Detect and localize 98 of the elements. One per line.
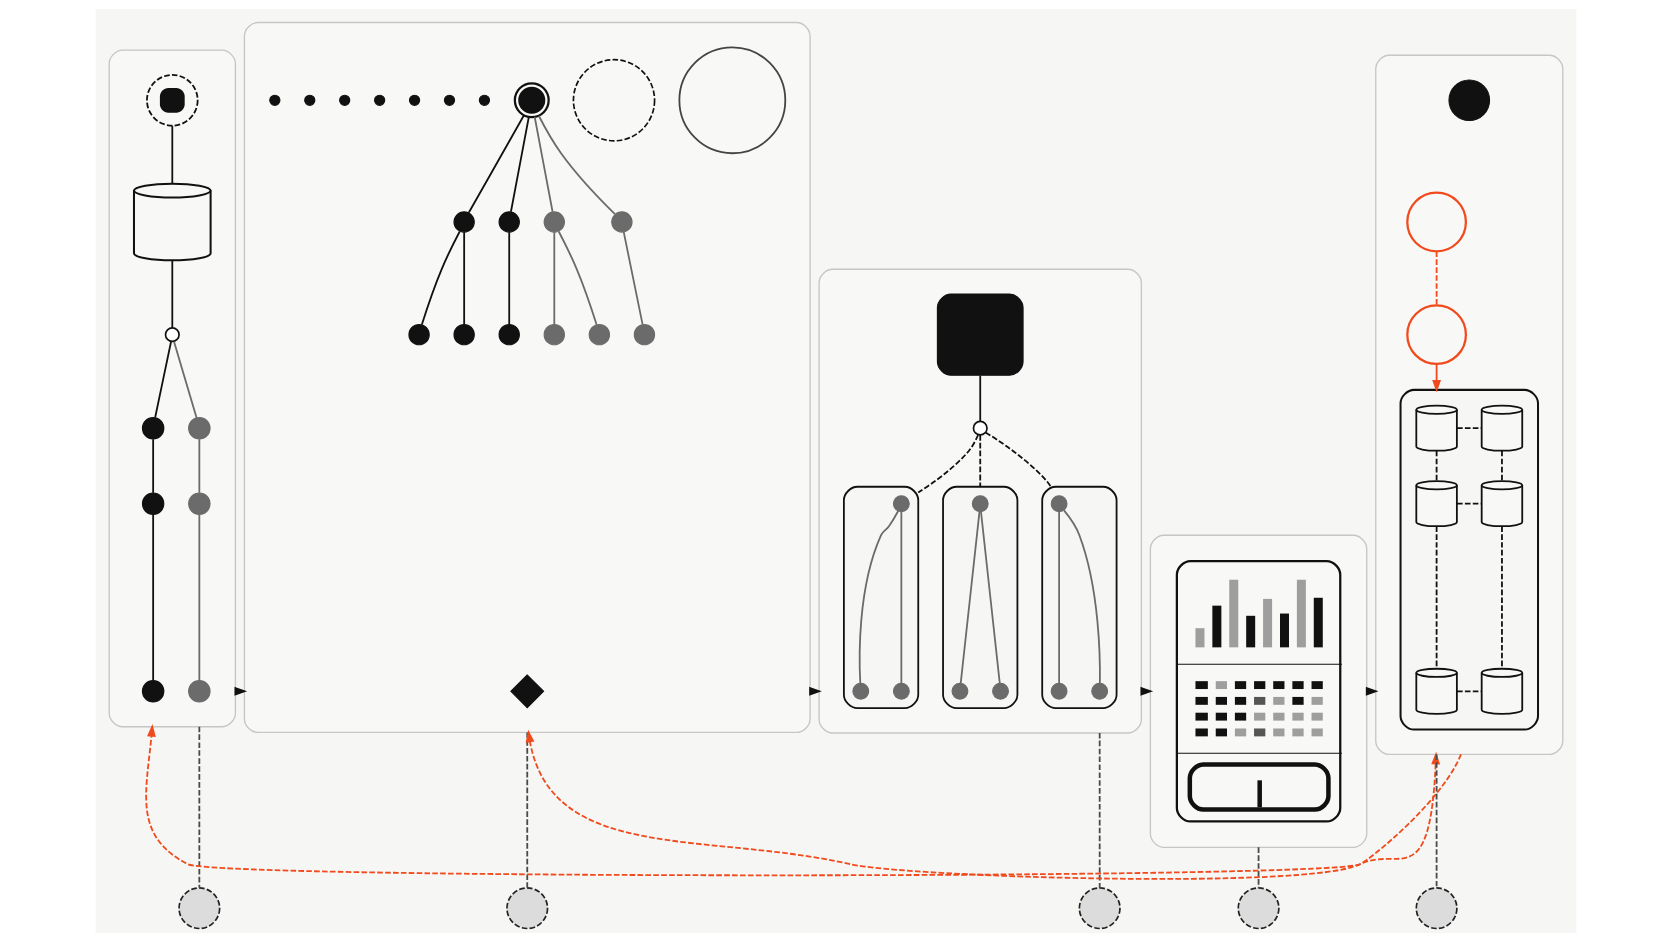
connector — [152, 437, 155, 494]
connector — [917, 433, 979, 493]
connector — [622, 230, 644, 326]
node-circle — [408, 323, 430, 345]
connector — [171, 259, 174, 329]
node-circle — [611, 210, 633, 233]
connector — [152, 513, 155, 681]
cluster — [108, 48, 237, 727]
connector — [420, 230, 461, 326]
node-circle — [678, 45, 787, 154]
connector — [154, 340, 172, 418]
node-circle — [304, 94, 316, 106]
connector — [553, 230, 556, 325]
node-circle — [188, 679, 211, 703]
node-circle — [408, 94, 421, 106]
connector — [984, 431, 1052, 488]
connector — [1257, 845, 1260, 889]
connector — [1063, 509, 1101, 684]
node-circle — [374, 94, 386, 106]
node-circle — [453, 210, 475, 233]
node-circle — [339, 94, 351, 106]
node-circle — [141, 416, 165, 439]
connector — [1435, 753, 1438, 889]
connector — [1456, 426, 1483, 429]
node-circle — [852, 682, 870, 700]
connector — [1098, 731, 1101, 889]
node-circle — [146, 73, 199, 127]
node-circle — [1091, 682, 1109, 700]
arrow — [1432, 362, 1442, 393]
cluster — [1399, 388, 1540, 731]
node-circle — [1415, 886, 1458, 929]
node-circle — [453, 323, 475, 345]
node-diamond — [510, 673, 545, 708]
connector — [508, 230, 511, 325]
node-circle — [506, 886, 549, 929]
connector — [979, 433, 982, 488]
node-circle — [1050, 682, 1068, 700]
connector — [1501, 525, 1503, 670]
node-circle — [188, 491, 211, 515]
node-circle — [1448, 78, 1491, 121]
connector — [198, 437, 201, 494]
node-circle — [269, 94, 281, 106]
node-circle — [498, 323, 520, 345]
node-circle — [164, 326, 180, 342]
connector — [1456, 502, 1483, 505]
connector — [1501, 449, 1503, 482]
node-circle — [1078, 886, 1121, 929]
node-circle — [188, 416, 211, 439]
node-circle — [443, 94, 456, 106]
node-circle — [141, 491, 165, 515]
connector — [526, 731, 529, 889]
connector — [173, 340, 198, 419]
node-circle — [588, 323, 611, 345]
arrow — [525, 729, 1462, 880]
node-circle — [498, 210, 520, 233]
cluster — [843, 485, 920, 709]
connector — [463, 230, 466, 325]
connector — [467, 114, 525, 213]
node-circle — [572, 58, 656, 142]
node-circle — [971, 494, 989, 512]
node-circle — [951, 682, 969, 700]
node-circle — [1237, 886, 1280, 929]
node-circle — [633, 323, 656, 345]
node-circle — [972, 420, 988, 436]
node-circle — [892, 682, 910, 700]
cluster — [1149, 534, 1368, 848]
connector — [1058, 510, 1060, 684]
cluster — [1041, 485, 1118, 709]
node-circle — [543, 323, 565, 345]
connector — [858, 509, 900, 684]
node-circle — [1406, 303, 1468, 365]
cluster — [942, 485, 1019, 709]
connector — [538, 114, 616, 215]
connector — [198, 513, 201, 681]
node-circle — [141, 679, 165, 703]
node-circle — [992, 682, 1009, 700]
connector — [1456, 689, 1483, 692]
node-circle — [892, 494, 910, 512]
connector — [510, 115, 530, 213]
node-circle — [478, 94, 491, 106]
connector — [557, 230, 598, 326]
connector — [198, 725, 201, 889]
connector — [979, 374, 982, 422]
node-circle — [543, 210, 565, 233]
connector — [1435, 250, 1438, 306]
node-box — [936, 293, 1024, 376]
node-circle — [1050, 494, 1068, 512]
node-circle — [178, 886, 221, 929]
cluster — [1375, 54, 1564, 755]
node-circle — [1406, 191, 1468, 252]
connector — [1435, 525, 1438, 670]
connector — [1435, 449, 1438, 482]
connector — [533, 115, 554, 213]
cluster — [818, 268, 1143, 734]
cluster — [243, 21, 811, 733]
node-circle — [513, 81, 550, 118]
connector — [171, 124, 174, 184]
connector — [900, 510, 903, 684]
